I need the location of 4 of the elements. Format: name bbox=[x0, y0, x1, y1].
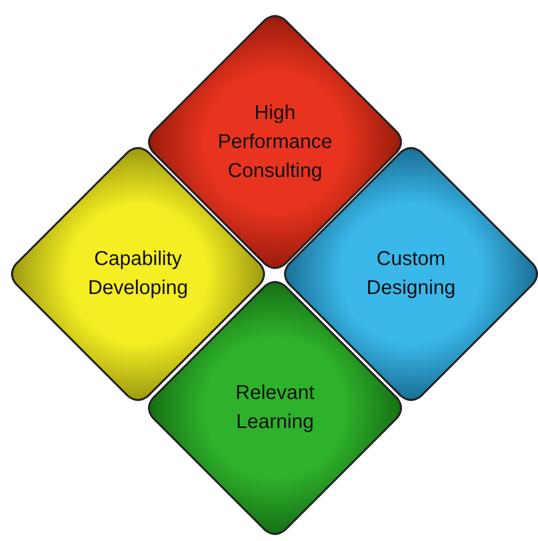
diamond-label: High Performance Consulting bbox=[216, 100, 334, 184]
diamond-label: Custom Designing bbox=[366, 247, 456, 301]
diamond-label: Capability Developing bbox=[86, 247, 190, 301]
diamond-label: Relevant Learning bbox=[234, 381, 316, 435]
